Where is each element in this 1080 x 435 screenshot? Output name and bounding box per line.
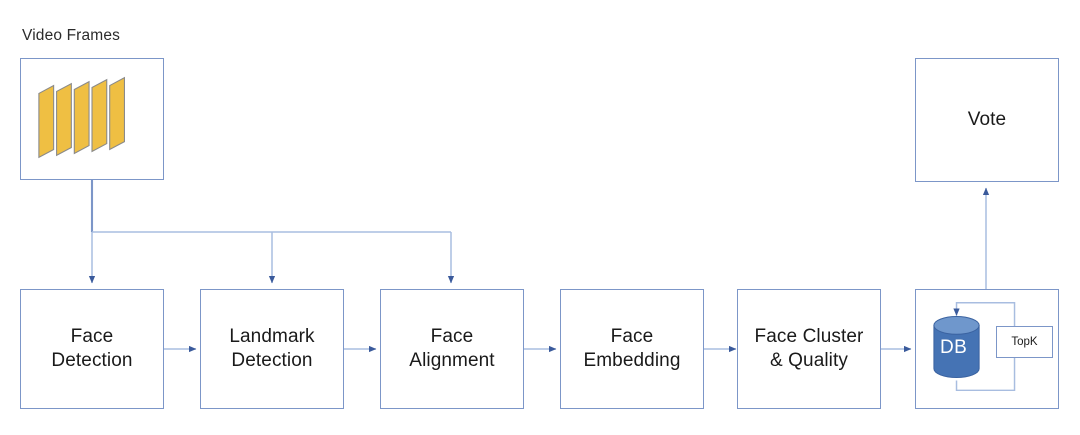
node-face-embedding-label: Face Embedding	[583, 325, 681, 371]
node-vote[interactable]: Vote	[915, 58, 1059, 182]
video-frames-caption: Video Frames	[22, 27, 121, 44]
node-db-topk[interactable]: DB TopK	[915, 289, 1059, 409]
node-face-detection[interactable]: Face Detection	[20, 289, 164, 409]
video-frames-node[interactable]	[20, 58, 164, 180]
node-landmark-detection-label: Landmark Detection	[229, 325, 315, 371]
topk-label: TopK	[1011, 336, 1038, 348]
node-vote-label: Vote	[967, 108, 1007, 130]
topk-node[interactable]: TopK	[996, 326, 1053, 358]
node-face-alignment[interactable]: Face Alignment	[380, 289, 524, 409]
node-landmark-detection[interactable]: Landmark Detection	[200, 289, 344, 409]
db-loop-and-cylinder	[933, 302, 1016, 392]
node-face-alignment-label: Face Alignment	[409, 325, 495, 371]
node-face-embedding[interactable]: Face Embedding	[560, 289, 704, 409]
video-frames-stack-icon	[38, 76, 125, 159]
db-cylinder-icon	[933, 316, 980, 379]
edge-video-frames-branch-trunk	[90, 180, 451, 233]
node-face-detection-label: Face Detection	[51, 325, 133, 371]
node-face-cluster-quality[interactable]: Face Cluster & Quality	[737, 289, 881, 409]
node-face-cluster-quality-label: Face Cluster & Quality	[754, 325, 864, 371]
